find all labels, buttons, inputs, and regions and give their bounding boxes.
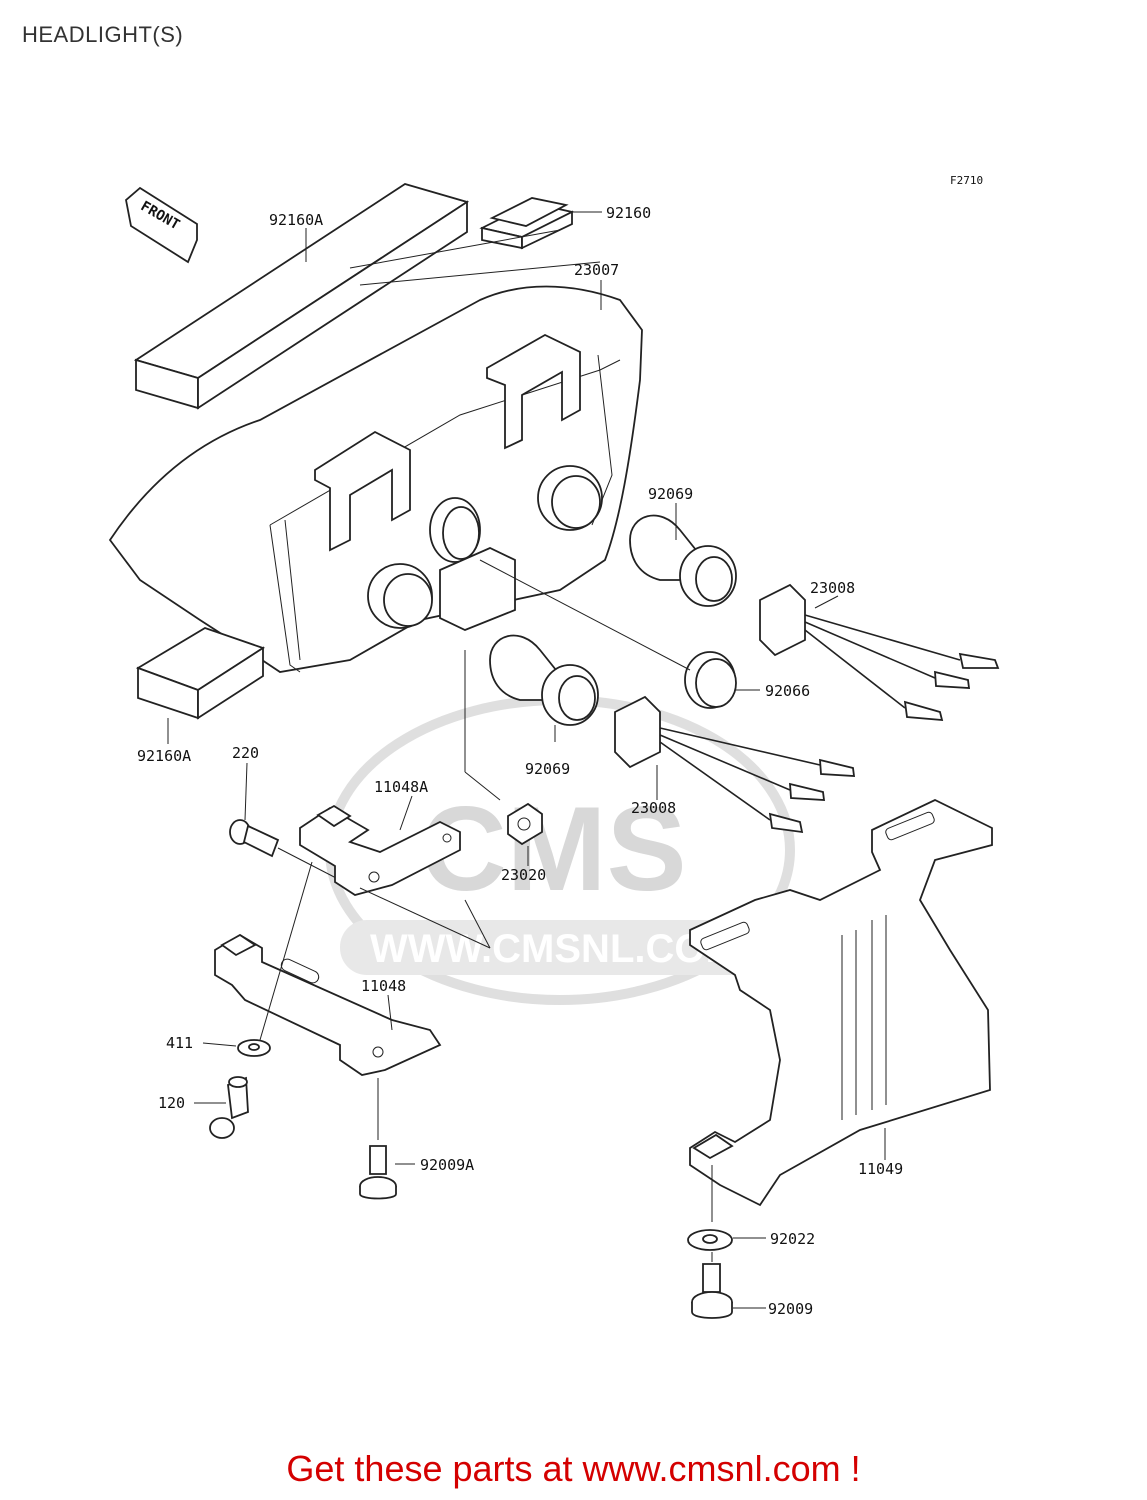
part-11048-bracket [214, 861, 442, 1076]
part-92066-cap [479, 559, 737, 709]
part-23020-nut [464, 650, 543, 846]
footer-promo-link[interactable]: Get these parts at www.cmsnl.com ! [286, 1448, 861, 1489]
label-11048: 11048 [361, 977, 406, 995]
label-92160A-bottom: 92160A [137, 747, 191, 765]
part-23008-lower-socket [614, 695, 856, 834]
part-92160A-bottom [135, 627, 266, 720]
part-411-washer [237, 1039, 271, 1057]
cms-watermark: CMS WWW.CMSNL.COM [325, 695, 795, 1005]
label-92009: 92009 [768, 1300, 813, 1318]
figure-code: F2710 [950, 174, 983, 187]
label-23020: 23020 [501, 866, 546, 884]
part-92022-washer [687, 1229, 733, 1251]
label-92022: 92022 [770, 1230, 815, 1248]
label-411: 411 [166, 1034, 193, 1052]
label-23007: 23007 [574, 261, 619, 279]
label-92160: 92160 [606, 204, 651, 222]
label-11048A: 11048A [374, 778, 428, 796]
part-92069-lower-bulb [489, 634, 599, 726]
page-title: HEADLIGHT(S) [22, 22, 184, 47]
label-92069-lower: 92069 [525, 760, 570, 778]
label-120: 120 [158, 1094, 185, 1112]
part-23008-upper-socket [759, 583, 1000, 722]
part-92009-bolt [691, 1252, 733, 1319]
label-92160A-top: 92160A [269, 211, 323, 229]
part-23007-headlight-housing [108, 229, 643, 673]
part-92160A-top [133, 183, 470, 410]
watermark-brand: CMS [420, 782, 687, 916]
part-92069-upper-bulb [629, 514, 737, 607]
front-arrow-icon: FRONT [125, 186, 198, 264]
watermark-url: WWW.CMSNL.COM [370, 927, 739, 971]
label-11049: 11049 [858, 1160, 903, 1178]
part-92009A-bolt [359, 1078, 397, 1200]
part-11048A-bracket [299, 804, 491, 949]
part-11049-bracket [689, 799, 993, 1222]
label-23008-lower: 23008 [631, 799, 676, 817]
label-92069-upper: 92069 [648, 485, 693, 503]
part-120-bolt [209, 1076, 249, 1139]
label-92066: 92066 [765, 682, 810, 700]
label-23008-upper: 23008 [810, 579, 855, 597]
label-220: 220 [232, 744, 259, 762]
part-92160 [479, 197, 575, 250]
leader-lines [167, 211, 886, 1309]
part-220-bolt [229, 819, 341, 881]
label-92009A: 92009A [420, 1156, 474, 1174]
